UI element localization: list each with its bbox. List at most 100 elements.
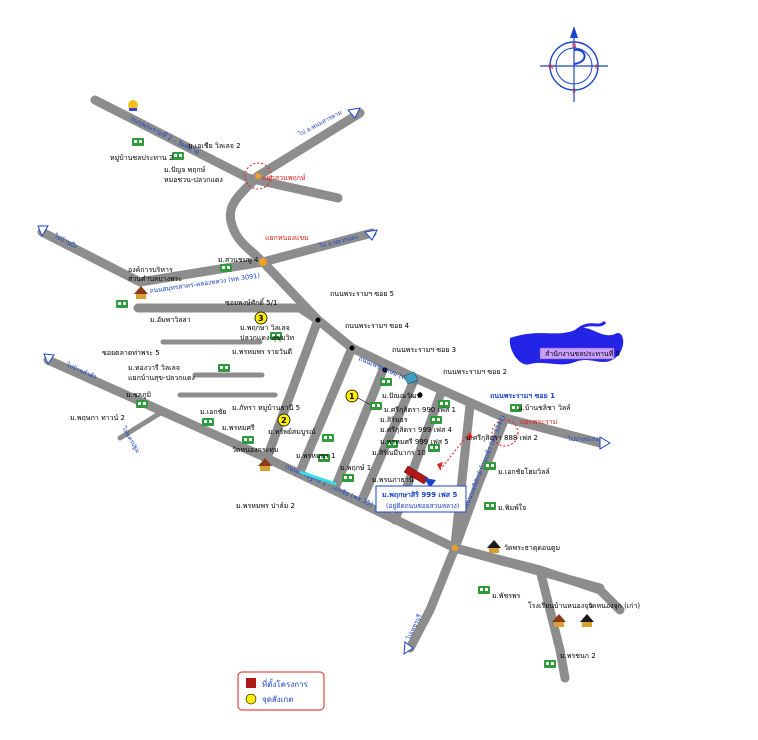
highlight-segment — [299, 470, 337, 486]
direction-label-2: ไป อ.ปลวกแดง — [318, 233, 359, 251]
info-box-title: ม.พฤกษาสิริ 999 เฟส 5 — [382, 491, 457, 499]
bus-icon — [172, 152, 184, 160]
place-label: ม.พรหมพร ปาล์ม 2 — [236, 502, 295, 510]
direction-arrows — [37, 107, 611, 655]
bus-icon — [478, 586, 490, 594]
place-label: ม.พรหมศรี — [222, 424, 255, 432]
bus-icon — [342, 474, 354, 482]
river-label-box: สำนักงานชลประทานที่ 9 — [539, 347, 620, 360]
place-label: ม.ศรีกุสิตรา 999 เฟส 4 — [380, 426, 452, 434]
bus-icon — [484, 502, 496, 510]
legend-info-swatch — [245, 693, 257, 705]
bus-icon — [544, 660, 556, 668]
bus-icon — [218, 364, 230, 372]
info-box-sub: (อยู่ติดถนนซอยสวนหลวง) — [386, 502, 459, 510]
place-label: ปลวกแดง-สุขุมวิท — [240, 334, 295, 342]
bus-icon — [116, 300, 128, 308]
place-label: ม.พรหมพร 1 — [296, 452, 336, 460]
place-label: ม.ศรีกุสิตรา 888 เฟส 2 — [466, 434, 538, 442]
bus-icon — [322, 434, 334, 442]
bus-icon — [386, 440, 398, 448]
place-label: ม.ปัญจ พฤกษ์ — [164, 166, 206, 174]
place-label: ส่วนตำบลบางพระ — [128, 275, 182, 283]
info-point-1: 1 — [345, 389, 381, 411]
place-label: วัดหนองกระทุ่ม — [232, 446, 278, 454]
place-label: ม.พรนภาธานี — [372, 476, 414, 484]
place-label: ม.พิมพ์ใจ — [498, 503, 526, 512]
svg-text:2: 2 — [281, 416, 287, 425]
place-label: ม.พฤกษ์ 1 — [340, 464, 371, 472]
compass-n: N — [572, 43, 577, 50]
place-label: ม.สวนชมพู 4 — [218, 256, 259, 264]
svg-text:1: 1 — [349, 392, 355, 401]
place-label: โรงเรียนบ้านหนองจุก — [528, 601, 593, 610]
intersection-dot — [382, 367, 388, 373]
junction-marker-4 — [452, 545, 458, 551]
legend-office-swatch — [246, 678, 256, 688]
project-office-marker — [403, 465, 436, 488]
legend-office-label: ที่ตั้งโครงการ — [262, 678, 309, 689]
junction-marker-1 — [244, 162, 272, 190]
bus-icon — [220, 264, 232, 272]
street-label-3: ถนนพระรามฯ ซอย 5 — [330, 290, 394, 298]
place-label: ม.พรหมศรี 999 เฟส 5 — [380, 438, 449, 446]
place-label: หมอชวน-ปลวกแดง — [164, 176, 223, 184]
place-label: ม.บ้านชลิชา วิลล์ — [518, 404, 570, 412]
street-label-5: ถนนพระรามฯ ซอย 3 — [392, 346, 456, 354]
place-label: ม.พัชรพร — [492, 592, 521, 600]
info-box: ม.พฤกษาสิริ 999 เฟส 5 (อยู่ติดถนนซอยสวนห… — [375, 485, 467, 513]
place-labels: ม.เอเชีย วิลเลจ 2 หมู่บ้านชลประทาน 2 ม.ป… — [70, 142, 640, 660]
place-label: ม.ศรีกุสิตรา 990 เฟส 1 — [384, 406, 456, 414]
street-label-1: ซอยพงษ์ศักดิ์ 5/1 — [225, 297, 277, 307]
place-label: ม.อัมพาวิลล่า — [150, 316, 191, 324]
place-label: ม.สิรินธร — [380, 416, 408, 424]
bus-icon — [132, 138, 144, 146]
intersection-dot — [315, 317, 321, 323]
temple-icon — [134, 286, 148, 299]
place-label: ม.เอกชัยโฮมวิลล์ — [498, 467, 550, 476]
temple-icon — [580, 614, 594, 627]
place-label: ม.พรชนก 2 — [560, 652, 596, 660]
compass-e: E — [595, 64, 599, 71]
junction-label-3: แยกพระราม — [520, 418, 557, 426]
river-label: สำนักงานชลประทานที่ 9 — [545, 349, 620, 358]
place-label: องค์การบริหาร — [128, 266, 173, 274]
info-point-3: 3 — [254, 311, 268, 325]
place-label: ม.พฤกษา วิลเลจ — [240, 324, 290, 332]
road-network — [37, 95, 625, 683]
compass-rose: N S E W — [540, 26, 608, 102]
bus-icon — [202, 418, 214, 426]
distance-line — [437, 431, 473, 471]
compass-north-arrow — [570, 26, 578, 38]
school-icon — [552, 614, 566, 627]
legend-info-label: จุดสังเกต — [262, 695, 293, 704]
bus-icon — [380, 378, 392, 386]
street-label-7: ถนนพระรามฯ ซอย 1 — [490, 392, 555, 400]
bus-icon — [430, 416, 442, 424]
place-label: ม.พฤษภา ทาวน์ 2 — [70, 414, 125, 422]
street-label-4: ถนนพระรามฯ ซอย 4 — [345, 322, 410, 330]
svg-text:3: 3 — [258, 314, 264, 323]
bus-icon — [438, 400, 450, 408]
direction-label-4: ไปบางปะกง — [567, 435, 599, 443]
intersection-dot — [349, 345, 355, 351]
place-label: ม.เอกชัย — [200, 408, 227, 416]
bus-icon — [136, 400, 148, 408]
place-label: ม.เอเชีย วิลเลจ 2 — [188, 142, 241, 150]
road-label-1: ถนนพระรามที่ 2 - วัดตลาด — [129, 114, 201, 157]
junction-label-2: แยกหนองแขม — [265, 234, 309, 242]
place-label: วัดพระธาตุดอนตูม — [504, 544, 560, 552]
bus-icon — [428, 444, 440, 452]
compass-s: S — [572, 88, 576, 95]
place-label: ม.ทรัพย์สมบูรณ์ — [268, 428, 316, 436]
bus-icons — [116, 138, 556, 668]
junction-label-1: แยกสวนพฤกษ์ — [262, 174, 306, 182]
compass-w: W — [548, 64, 554, 71]
bus-icon — [484, 462, 496, 470]
bus-icon — [370, 402, 382, 410]
legend: ที่ตั้งโครงการ จุดสังเกต — [237, 671, 325, 711]
bus-icon — [318, 454, 330, 462]
place-label: ม.สิริณมีนากร 10 — [372, 449, 426, 457]
place-label: วัดหนองจุก (เก่า) — [588, 602, 640, 610]
